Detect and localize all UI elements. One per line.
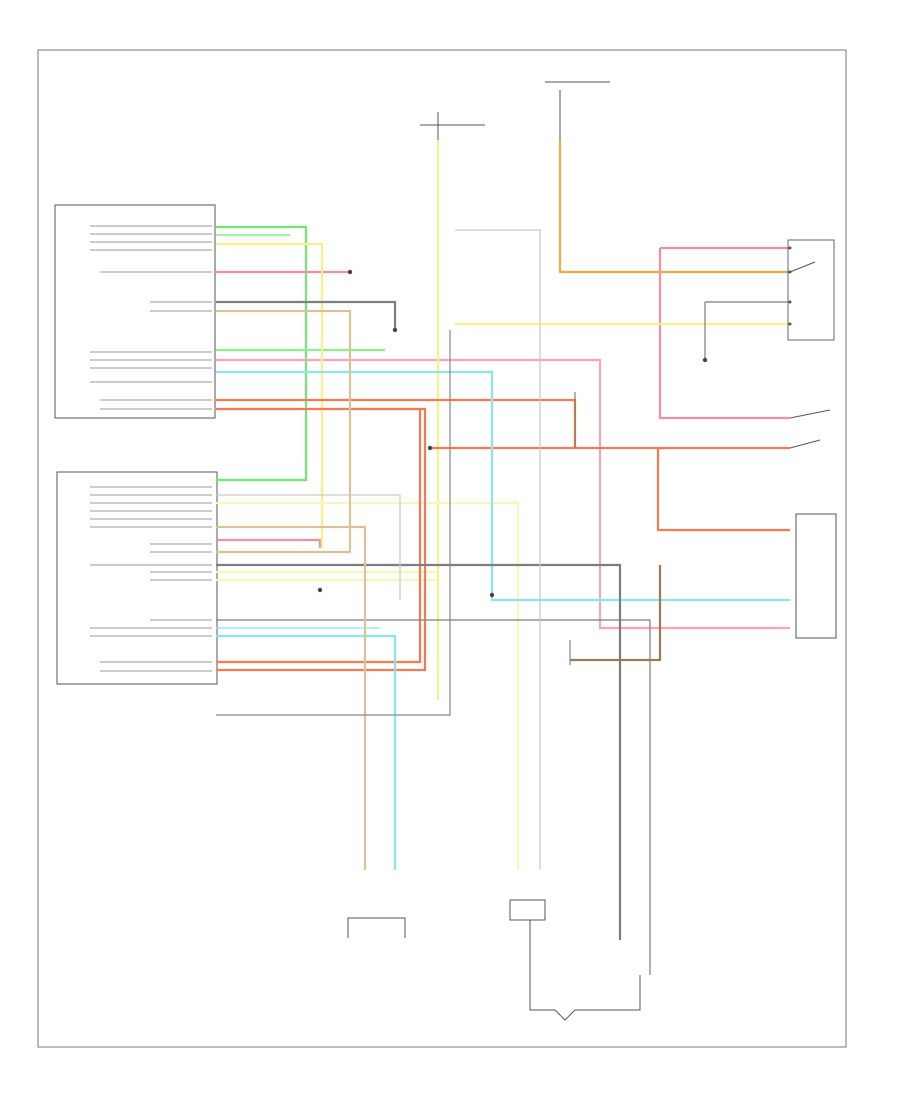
- wire-pink-4: [216, 538, 322, 548]
- wire-green-1: [216, 225, 308, 482]
- wire-lightyellow-4: [216, 501, 520, 870]
- mode-actuator: [509, 899, 641, 1021]
- wire-brown-1: [570, 565, 662, 662]
- wire-lightgray-2: [455, 229, 541, 870]
- wire-lightgray-1: [216, 494, 401, 600]
- front-control-module-box: [56, 471, 218, 685]
- wire-gray-3: [216, 619, 651, 975]
- wire-gray-1: [216, 300, 397, 330]
- aux-blower-motor: [789, 409, 831, 449]
- rear-control-module-box: [54, 204, 216, 419]
- wire-yellow-1: [216, 242, 324, 548]
- wire-gray-2: [216, 563, 622, 940]
- wire-cyan-1: [216, 370, 790, 602]
- wire-cyan-2: [216, 634, 397, 870]
- wire-tan-2: [216, 525, 367, 870]
- blower-switch: [787, 239, 835, 341]
- diagram-frame: [37, 49, 847, 1048]
- fuse-top: [420, 112, 485, 140]
- splice-points: [317, 269, 708, 598]
- wire-gray-4: [704, 301, 790, 360]
- rear-door-actuator: [347, 917, 406, 938]
- wire-pink-2: [216, 358, 790, 630]
- wire-pink-3: [658, 246, 790, 420]
- wire-tan-1: [216, 309, 352, 554]
- wire-gray-module-link: [216, 330, 571, 716]
- wire-orange-top: [558, 140, 790, 274]
- rear-module-pin-rows: [90, 225, 212, 410]
- wire-orange-red-2: [430, 446, 790, 532]
- hot-top: [545, 81, 610, 140]
- wire-orange-red-1: [216, 398, 577, 672]
- aux-blower-resistor-box: [795, 513, 837, 639]
- front-module-pin-rows: [90, 486, 212, 672]
- wire-yellow-2: [216, 570, 438, 582]
